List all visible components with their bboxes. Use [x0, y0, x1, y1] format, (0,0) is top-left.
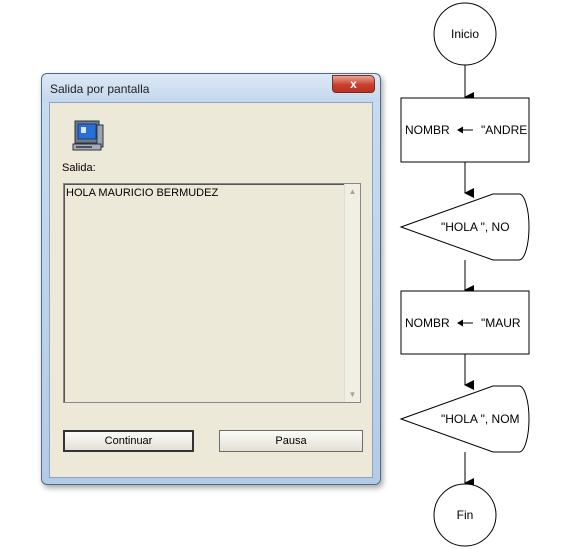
title-bar[interactable]: Salida por pantalla x	[42, 74, 380, 102]
assign-value: "ANDRE	[481, 123, 527, 137]
close-button[interactable]: x	[332, 75, 375, 93]
assign-value: "MAUR	[481, 316, 521, 330]
close-icon: x	[350, 77, 357, 91]
assign-step-1: NOMBR "ANDRE	[400, 97, 530, 163]
output-step-2: "HOLA ", NOM	[399, 385, 530, 453]
left-arrow-icon	[457, 319, 473, 327]
output-textarea[interactable]: HOLA MAURICIO BERMUDEZ ▲ ▼	[63, 183, 361, 403]
vertical-scrollbar[interactable]: ▲ ▼	[344, 184, 360, 402]
assign-var: NOMBR	[405, 316, 450, 330]
scroll-up-icon[interactable]: ▲	[348, 187, 357, 196]
dialog-client-area: Salida: HOLA MAURICIO BERMUDEZ ▲ ▼ Conti…	[49, 102, 373, 478]
continue-button[interactable]: Continuar	[63, 430, 194, 452]
output-text: "HOLA ", NOM	[441, 412, 520, 426]
output-step-1: "HOLA ", NO	[399, 193, 530, 261]
output-text: "HOLA ", NO	[441, 220, 510, 234]
computer-monitor-icon	[72, 120, 104, 151]
start-terminal: Inicio	[433, 2, 497, 66]
assign-var: NOMBR	[405, 123, 450, 137]
left-arrow-icon	[457, 126, 473, 134]
assign-step-2: NOMBR "MAUR	[400, 290, 530, 355]
output-label: Salida:	[62, 162, 96, 174]
start-label: Inicio	[451, 27, 479, 41]
window-title: Salida por pantalla	[50, 82, 150, 96]
output-dialog: Salida por pantalla x Salida: HOLA MAURI…	[41, 73, 381, 485]
output-text: HOLA MAURICIO BERMUDEZ	[66, 187, 219, 199]
pause-button[interactable]: Pausa	[219, 430, 363, 452]
end-label: Fin	[457, 508, 474, 522]
scroll-down-icon[interactable]: ▼	[348, 390, 357, 399]
end-terminal: Fin	[433, 483, 497, 547]
